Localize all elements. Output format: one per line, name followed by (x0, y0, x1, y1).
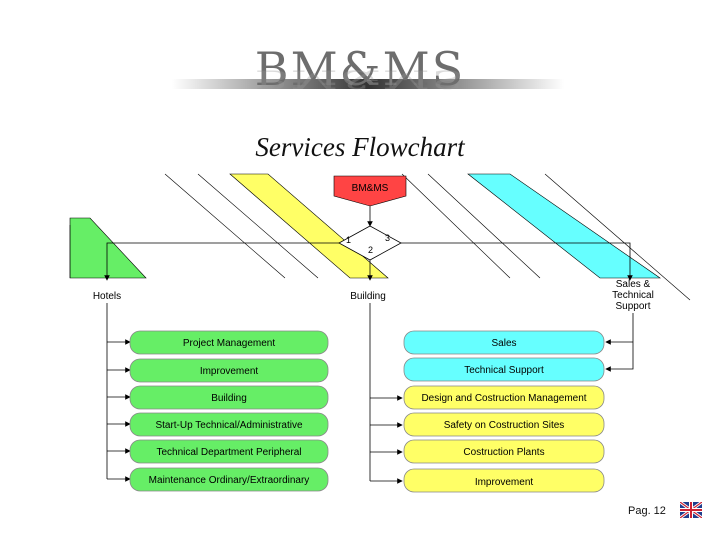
list-item-label: Design and Costruction Management (421, 393, 586, 404)
connector-sales (401, 242, 633, 281)
trunk-sales (605, 313, 634, 372)
list-item (403, 357, 605, 382)
left-box-list: Project Management Improvement Building … (107, 330, 329, 492)
decision-label-1: 1 (346, 235, 351, 245)
connector-hotels (104, 242, 339, 281)
right-cyan-box-list: Sales Technical Support (403, 330, 605, 382)
list-item-label: Maintenance Ordinary/Extraordinary (149, 475, 310, 486)
list-item (129, 358, 329, 383)
list-item-label: Safety on Costruction Sites (444, 420, 565, 431)
list-item-label: Costruction Plants (463, 447, 544, 458)
green-band (69, 217, 147, 279)
list-item-label: Sales (491, 338, 516, 349)
uk-flag-icon[interactable] (680, 502, 702, 518)
list-item-label: Project Management (183, 338, 275, 349)
list-item (129, 385, 329, 410)
logo-bar (172, 79, 564, 89)
decision-label-3: 3 (385, 233, 390, 243)
list-item-label: Improvement (475, 477, 534, 488)
branch-sales-line1: Sales & (616, 279, 651, 290)
branch-sales-line2: Technical (612, 290, 654, 301)
list-item-label: Technical Department Peripheral (156, 447, 301, 458)
list-item (129, 412, 329, 437)
list-item (403, 468, 605, 493)
right-yellow-box-list: Design and Costruction Management Safety… (370, 385, 605, 493)
list-item (129, 330, 329, 355)
logo-reflection: BM&MS (254, 64, 466, 95)
branch-building: Building (350, 291, 386, 302)
list-item-label: Building (211, 393, 247, 404)
services-flowchart: BM&MS 1 2 3 Hotels Building Sales & Tech… (69, 173, 691, 493)
list-item (403, 330, 605, 355)
band-line (427, 173, 541, 279)
list-item (403, 439, 605, 464)
list-item (129, 439, 329, 464)
page-number: Pag. 12 (628, 505, 666, 517)
band-line (197, 173, 319, 279)
branch-hotels: Hotels (93, 291, 121, 302)
page-title: Services Flowchart (255, 132, 465, 162)
list-item (129, 467, 329, 492)
top-node-label: BM&MS (352, 183, 389, 194)
list-item-label: Start-Up Technical/Administrative (155, 420, 303, 431)
cyan-band (467, 173, 661, 279)
top-node (333, 175, 407, 207)
list-item-label: Improvement (200, 366, 259, 377)
list-item-label: Technical Support (464, 365, 544, 376)
band-line (544, 173, 691, 301)
band-line (401, 173, 511, 279)
band-line (164, 173, 286, 279)
decision-label-2: 2 (368, 245, 373, 255)
list-item (403, 385, 605, 410)
branch-sales-line3: Support (615, 301, 650, 312)
list-item (403, 412, 605, 437)
logo: BM&MS (254, 42, 466, 96)
